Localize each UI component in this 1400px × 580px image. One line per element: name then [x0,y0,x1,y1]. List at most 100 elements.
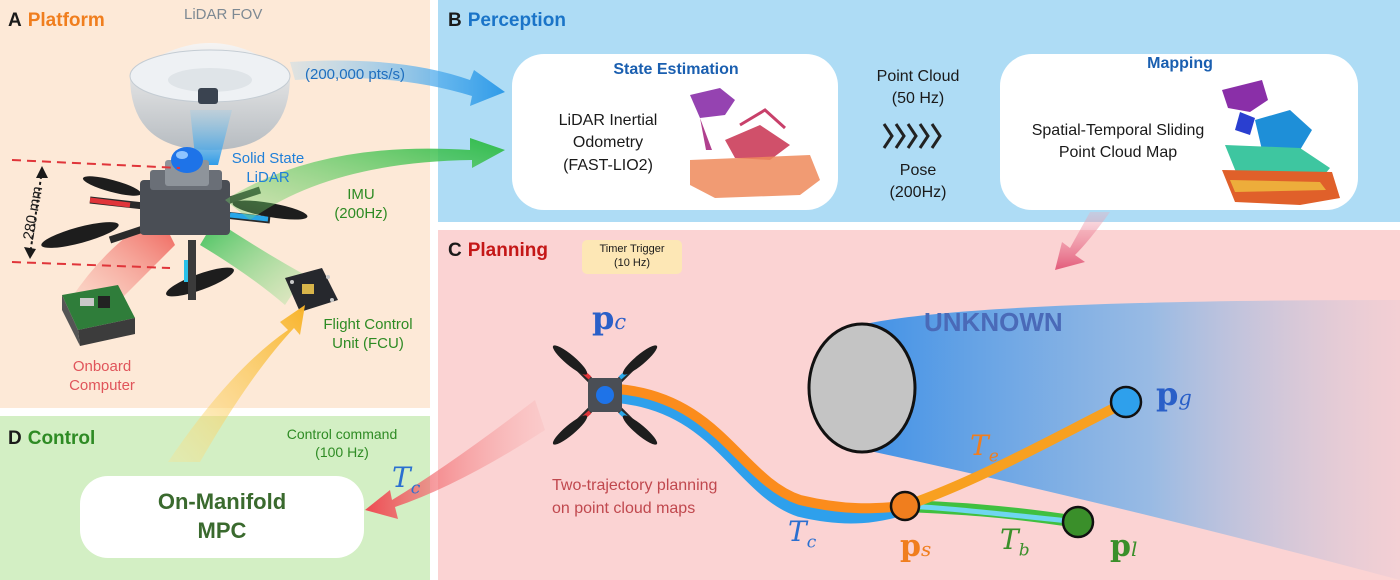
desc-line1: Two-trajectory planning [552,477,718,494]
points-rate-label: (200,000 pts/s) [305,66,406,83]
fov-beam [190,110,232,165]
pose-line2: (200Hz) [889,184,947,202]
mpc-line2: MPC [197,517,247,543]
point-cloud-rate-label: Point Cloud (50 Hz) [858,66,978,111]
map-line2: Point Cloud Map [1058,144,1178,162]
lidar-label-line1: Solid State [231,150,305,167]
lio-line1: LiDAR Inertial [558,112,658,129]
map-to-planning-arrow [1055,212,1110,270]
computer-label-line2: Computer [69,376,135,394]
control-tc-subscript: c [410,478,421,499]
pointcloud-arrow [290,60,505,106]
pg-subscript: g [1178,386,1192,410]
control-tc-letter: T [392,461,411,494]
pc-subscript: c [614,310,627,334]
imu-label-line1: IMU [347,186,375,203]
lidar-fov-label: LiDAR FOV [184,6,263,23]
perception-letter: B [448,10,462,31]
control-command-label: Control command (100 Hz) [272,426,412,461]
trajectory-arrow [365,400,545,519]
start-point [889,490,921,522]
computer-link-beam [70,215,175,300]
pg-label: pg [1156,374,1192,414]
tb-subscript: b [1018,540,1030,561]
pc-line1: Point Cloud [876,68,960,85]
control-tc-label: Tc [392,460,420,500]
te-label: Te [970,428,999,468]
control-title-text: Control [27,428,96,449]
platform-title-text: Platform [27,10,105,31]
lio-line2: Odometry [572,134,644,152]
tb-label: Tb [1000,522,1030,562]
pc-letter: p [592,299,615,337]
imu-label-line2: (200Hz) [334,204,388,222]
fcu-board-icon [285,268,338,312]
pose-line1: Pose [899,162,937,179]
tc-label: Tc [788,514,816,554]
lidar-label-line2: LiDAR [246,168,290,186]
ps-subscript: s [920,537,932,561]
trajectory-tb-inner [902,503,1081,525]
command-arrow [168,305,305,462]
te-letter: T [970,429,989,462]
local-goal-point [1061,505,1095,539]
imu-label: IMU (200Hz) [326,186,396,224]
platform-letter: A [8,10,22,31]
fcu-link-beam [200,220,305,305]
pc-line2: (50 Hz) [891,90,945,108]
mapping-title: Mapping [1147,55,1213,72]
timer-line2: (10 Hz) [613,256,651,269]
trajectory-te [900,397,1131,511]
size-dimension [11,159,181,269]
fcu-label-line1: Flight Control [323,316,413,333]
pose-rate-label: Pose (200Hz) [858,160,978,205]
mpc-line1: On-Manifold [157,489,287,514]
odometry-pointcloud-icon [690,88,820,198]
trajectory-tc-inner [613,384,910,514]
planning-title-text: Planning [467,240,548,261]
ps-letter: p [900,529,921,564]
cmd-line1: Control command [286,426,398,442]
map-pointcloud-icon [1222,80,1340,205]
state-estimation-title: State Estimation [613,61,739,78]
fcu-label-line2: Unit (FCU) [332,334,404,352]
ps-label: ps [900,528,931,566]
onboard-computer-label: Onboard Computer [62,358,142,396]
te-subscript: e [988,446,999,467]
obstacle [807,322,917,454]
pg-letter: p [1156,375,1179,413]
planning-description: Two-trajectory planning on point cloud m… [552,474,717,520]
goal-point [1109,385,1143,419]
planning-letter: C [448,240,462,261]
timer-line1: Timer Trigger [599,243,665,255]
mpc-label: On-Manifold MPC [80,488,364,545]
mpc-box [80,476,364,558]
pl-label: pl [1110,528,1137,566]
unknown-region [842,300,1400,580]
tb-letter: T [1000,523,1019,556]
lio-line3: (FAST-LIO2) [563,156,653,174]
drone-icon [41,147,308,300]
lio-label: LiDAR Inertial Odometry (FAST-LIO2) [538,110,678,177]
pl-subscript: l [1130,537,1138,561]
tc-letter: T [788,515,807,548]
timer-trigger-badge: Timer Trigger (10 Hz) [582,240,682,274]
map-label: Spatial-Temporal Sliding Point Cloud Map [1010,120,1226,165]
chevrons-icon [882,123,942,149]
fcu-label: Flight Control Unit (FCU) [318,316,418,354]
pc-label: pc [592,298,626,338]
fov-sensor-icon [198,88,218,104]
onboard-computer-icon [62,285,135,346]
unknown-label: UNKNOWN [924,307,1063,337]
control-letter: D [8,428,22,449]
computer-label-line1: Onboard [72,358,132,375]
map-line1: Spatial-Temporal Sliding [1031,122,1205,139]
planning-drone-icon [552,345,658,445]
imu-arrow [225,138,505,220]
tc-subscript: c [806,532,817,553]
